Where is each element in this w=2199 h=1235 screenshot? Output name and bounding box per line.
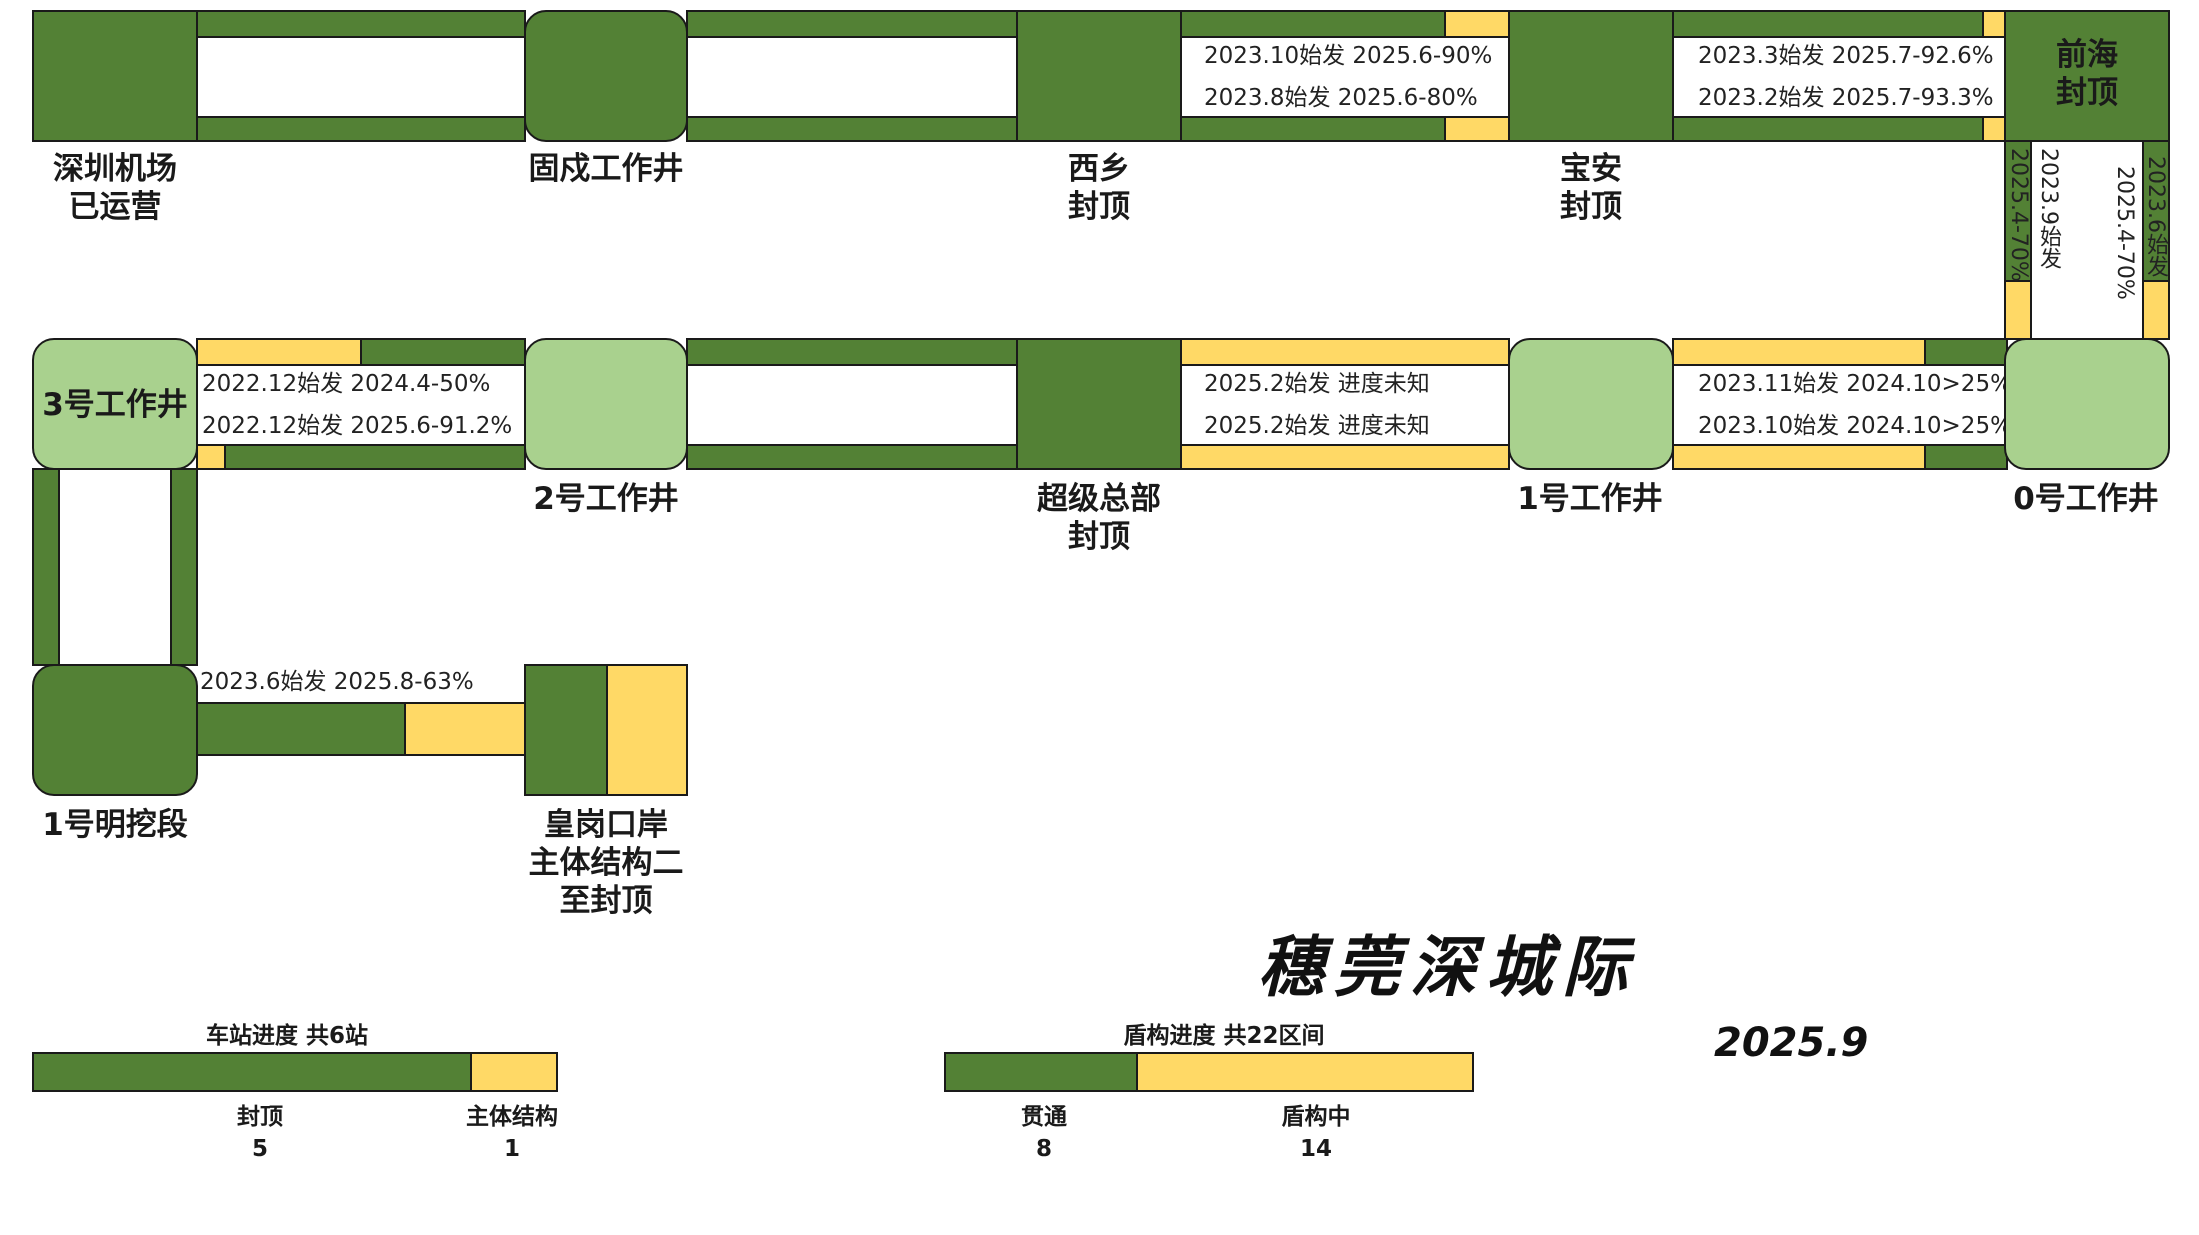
legend-shield-title: 盾构进度 共22区间 — [1123, 1023, 1325, 1049]
station-huanggang-box-wip — [606, 664, 688, 796]
legend-shield-done-count: 8 — [1035, 1136, 1052, 1162]
tunnel-annotation: 2022.12始发 2024.4-50% — [202, 371, 491, 397]
tunnel-bar — [196, 10, 526, 38]
station-guxu-box — [524, 10, 688, 142]
tunnel-progress-remaining — [1672, 444, 1926, 470]
tunnel-bar — [32, 468, 60, 666]
legend-shield-wip-count: 14 — [1299, 1136, 1332, 1162]
station-xixiang-box — [1016, 10, 1182, 142]
tunnel-progress-remaining — [2004, 280, 2032, 340]
tunnel-progress-done — [196, 702, 406, 756]
tunnel-annotation: 2023.9始发 — [2036, 148, 2061, 269]
station-super-hq-box — [1016, 338, 1182, 470]
tunnel-annotation: 2023.3始发 2025.7-92.6% — [1698, 43, 1994, 69]
tunnel-annotation: 2025.4-70% — [2112, 166, 2137, 300]
tunnel-progress-done — [1924, 338, 2008, 366]
diagram-title: 穗莞深城际 — [1258, 928, 1638, 1006]
legend-stations-wip-label: 主体结构 — [466, 1104, 558, 1130]
station-baoan-label: 宝安 封顶 — [1560, 151, 1622, 225]
station-shaft3-box — [32, 338, 198, 470]
tunnel-progress-remaining — [1444, 116, 1510, 142]
station-open-cut1-box — [32, 664, 198, 796]
tunnel-annotation: 2023.8始发 2025.6-80% — [1204, 85, 1478, 111]
tunnel-progress-done — [1672, 116, 1984, 142]
station-super-hq-label: 超级总部 封顶 — [1037, 481, 1161, 555]
station-shaft3-label: 3号工作井 — [42, 387, 188, 423]
tunnel-bar — [686, 444, 1018, 470]
tunnel-annotation: 2022.12始发 2025.6-91.2% — [202, 413, 513, 439]
tunnel-progress-done — [2142, 140, 2170, 282]
tunnel-annotation: 2025.2始发 进度未知 — [1204, 413, 1430, 439]
station-shaft1-label: 1号工作井 — [1517, 481, 1663, 517]
tunnel-progress-remaining — [2142, 280, 2170, 340]
legend-stations-done-bar — [32, 1052, 472, 1092]
station-shaft0-box — [2004, 338, 2170, 470]
tunnel-annotation: 2023.2始发 2025.7-93.3% — [1698, 85, 1994, 111]
tunnel-annotation: 2023.10始发 2024.10>25% — [1698, 413, 2012, 439]
station-qianhai-box — [2004, 10, 2170, 142]
tunnel-annotation: 2023.10始发 2025.6-90% — [1204, 43, 1493, 69]
tunnel-progress-done — [1924, 444, 2008, 470]
legend-stations-done-label: 封顶 — [237, 1104, 283, 1130]
station-shaft1-box — [1508, 338, 1674, 470]
tunnel-progress-done — [360, 338, 526, 366]
legend-stations-wip-bar — [470, 1052, 558, 1092]
station-open-cut1-label: 1号明挖段 — [42, 807, 188, 843]
tunnel-progress-remaining — [196, 444, 226, 470]
station-huanggang-label: 皇岗口岸 主体结构二 至封顶 — [528, 807, 684, 919]
station-shenzhen-airport-label: 深圳机场 已运营 — [53, 151, 177, 225]
tunnel-annotation: 2023.6始发 — [2143, 156, 2168, 277]
tunnel-progress-done — [1672, 10, 1984, 38]
tunnel-bar — [686, 338, 1018, 366]
tunnel-progress-remaining — [1982, 116, 2006, 142]
station-shaft0-label: 0号工作井 — [2013, 481, 2159, 517]
station-shaft2-box — [524, 338, 688, 470]
station-guxu-label: 固戍工作井 — [528, 151, 684, 187]
legend-shield-wip-label: 盾构中 — [1281, 1104, 1351, 1130]
legend-shield-done-bar — [944, 1052, 1138, 1092]
station-shenzhen-airport-box — [32, 10, 198, 142]
tunnel-progress-remaining — [1180, 444, 1510, 470]
tunnel-progress-remaining — [1180, 338, 1510, 366]
tunnel-annotation: 2025.4-70% — [2006, 148, 2031, 282]
tunnel-bar — [170, 468, 198, 666]
legend-shield-done-label: 贯通 — [1021, 1104, 1067, 1130]
diagram-date: 2025.9 — [1714, 1020, 1869, 1066]
station-xixiang-label: 西乡 封顶 — [1068, 151, 1130, 225]
tunnel-annotation: 2023.11始发 2024.10>25% — [1698, 371, 2012, 397]
legend-stations-done-count: 5 — [251, 1136, 268, 1162]
tunnel-annotation: 2025.2始发 进度未知 — [1204, 371, 1430, 397]
tunnel-progress-done — [1180, 10, 1446, 38]
tunnel-gap — [198, 38, 524, 116]
station-shaft2-label: 2号工作井 — [533, 481, 679, 517]
station-qianhai-label: 前海 封顶 — [2056, 37, 2118, 111]
tunnel-progress-remaining — [1444, 10, 1510, 38]
station-huanggang-box-done — [524, 664, 608, 796]
tunnel-progress-done — [224, 444, 526, 470]
tunnel-bar — [196, 116, 526, 142]
tunnel-bar — [686, 10, 1018, 38]
tunnel-annotation: 2023.6始发 2025.8-63% — [200, 669, 474, 695]
tunnel-progress-remaining — [404, 702, 526, 756]
legend-stations-title: 车站进度 共6站 — [205, 1023, 368, 1049]
legend-shield-wip-bar — [1136, 1052, 1474, 1092]
tunnel-progress-done — [1180, 116, 1446, 142]
tunnel-progress-remaining — [1982, 10, 2006, 38]
tunnel-progress-done — [2004, 140, 2032, 282]
tunnel-progress-remaining — [196, 338, 362, 366]
tunnel-progress-remaining — [1672, 338, 1926, 366]
tunnel-bar — [686, 116, 1018, 142]
station-baoan-box — [1508, 10, 1674, 142]
legend-stations-wip-count: 1 — [503, 1136, 520, 1162]
